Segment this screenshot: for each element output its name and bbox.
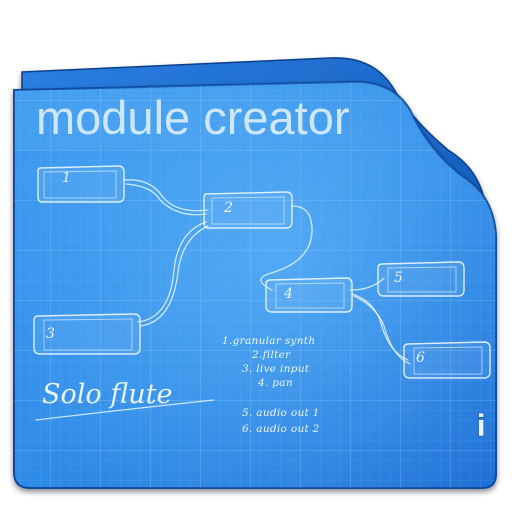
module-node-1[interactable]: 1 — [37, 165, 125, 203]
node-label-4: 4 — [283, 286, 293, 302]
info-icon[interactable]: i — [476, 409, 487, 445]
module-node-5[interactable]: 5 — [377, 261, 465, 297]
legend-item-4: 4. pan — [257, 377, 293, 389]
legend-item-5: 5. audio out 1 — [242, 407, 320, 419]
patch-cables — [123, 179, 411, 365]
node-label-3: 3 — [46, 326, 55, 342]
legend-item-3: 3. live input — [242, 363, 310, 375]
module-node-2[interactable]: 2 — [203, 191, 293, 229]
legend-item-2: 2.filter — [251, 349, 291, 361]
node-label-1: 1 — [62, 170, 71, 186]
module-legend: 1.granular synth 2.filter 3. live input … — [222, 335, 320, 435]
module-node-4[interactable]: 4 — [265, 277, 353, 313]
instrument-label: Solo flute — [42, 379, 172, 410]
node-label-2: 2 — [223, 200, 233, 216]
legend-item-6: 6. audio out 2 — [242, 423, 320, 435]
legend-item-1: 1.granular synth — [222, 335, 315, 347]
module-node-3[interactable]: 3 — [33, 313, 141, 355]
node-label-6: 6 — [416, 350, 425, 366]
node-label-5: 5 — [394, 270, 403, 286]
module-node-6[interactable]: 6 — [403, 341, 491, 379]
handwritten-label: Solo flute — [35, 379, 215, 421]
title: module creator — [36, 91, 350, 144]
info-glyph: i — [476, 409, 486, 444]
